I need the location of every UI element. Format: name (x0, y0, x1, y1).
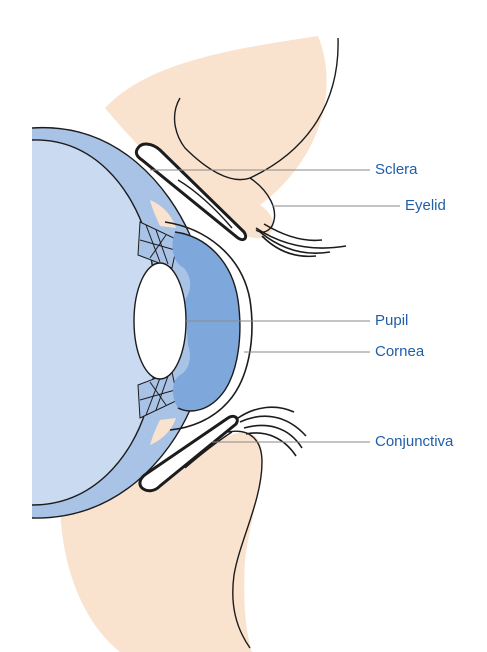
lower-tarsal-plate (138, 414, 239, 493)
lower-fornix-tissue (150, 418, 176, 445)
upper-fornix-tissue (150, 200, 176, 228)
eyeball (32, 139, 157, 506)
cornea (164, 221, 253, 431)
pupil-label: Pupil (375, 312, 409, 329)
lower-eyelashes (237, 406, 307, 457)
conjunctiva-label: Conjunctiva (375, 433, 454, 450)
sclera-label: Sclera (375, 161, 418, 178)
upper-tarsal-plate (134, 142, 248, 242)
ciliary-body-lower (137, 371, 179, 419)
globe-outer-outline-lower (31, 409, 191, 519)
upper-inner-lid (177, 179, 233, 229)
pupil (133, 262, 187, 380)
ciliary-body-upper (137, 221, 179, 269)
upper-eyelid-outline (173, 37, 339, 181)
lower-eyelid-outline (227, 430, 263, 649)
upper-eyelid-skin (105, 36, 327, 239)
eyelid-label: Eyelid (405, 197, 446, 214)
iris-outline (174, 231, 241, 412)
globe-outer-outline (31, 127, 191, 236)
lower-inner-lid (184, 431, 233, 469)
leader-lines (150, 169, 400, 443)
cornea-label: Cornea (375, 343, 425, 360)
upper-eyelashes (255, 223, 347, 258)
